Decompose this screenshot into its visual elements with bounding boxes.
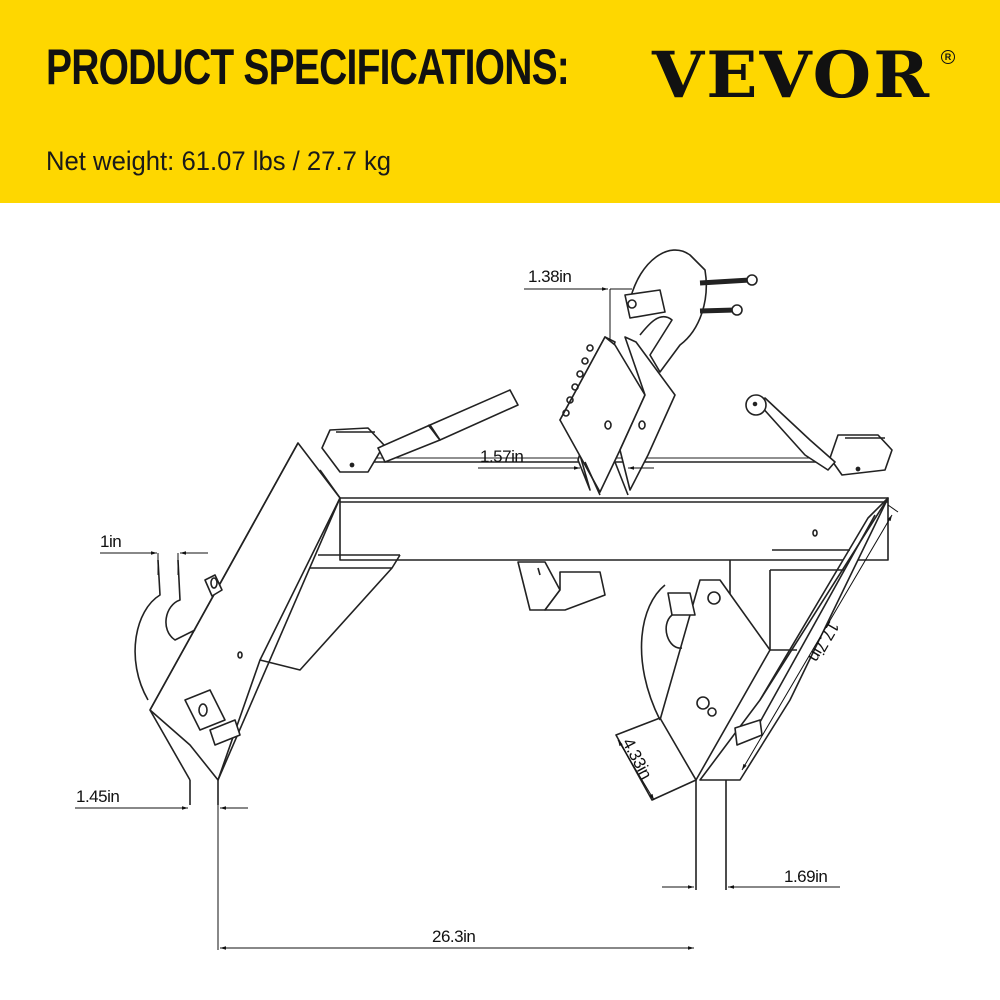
brand-logo: VEVOR — [652, 38, 932, 113]
dim-overall-width: 26.3in — [432, 927, 475, 946]
product-line-drawing: 1.38in 1.57in 1in 1.45in 1.69in 26.3in 1… — [75, 249, 899, 950]
registered-mark-icon: R — [941, 50, 955, 64]
spec-header-banner: PRODUCT SPECIFICATIONS: VEVOR R Net weig… — [0, 0, 1000, 203]
net-weight-text: Net weight: 61.07 lbs / 27.7 kg — [46, 146, 392, 176]
top-coupler — [559, 249, 758, 496]
left-handle — [321, 389, 519, 473]
dim-hook-width: 1in — [100, 532, 121, 551]
left-leg — [134, 442, 401, 805]
page-title: PRODUCT SPECIFICATIONS: — [46, 39, 570, 95]
dim-top-plate-offset: 1.38in — [528, 267, 571, 286]
dim-left-leg-width: 1.45in — [76, 787, 119, 806]
dim-right-leg-width: 1.69in — [784, 867, 827, 886]
dim-plate-spacing: 1.57in — [480, 447, 523, 466]
right-handle — [745, 394, 893, 476]
receiver-tube — [517, 561, 606, 611]
